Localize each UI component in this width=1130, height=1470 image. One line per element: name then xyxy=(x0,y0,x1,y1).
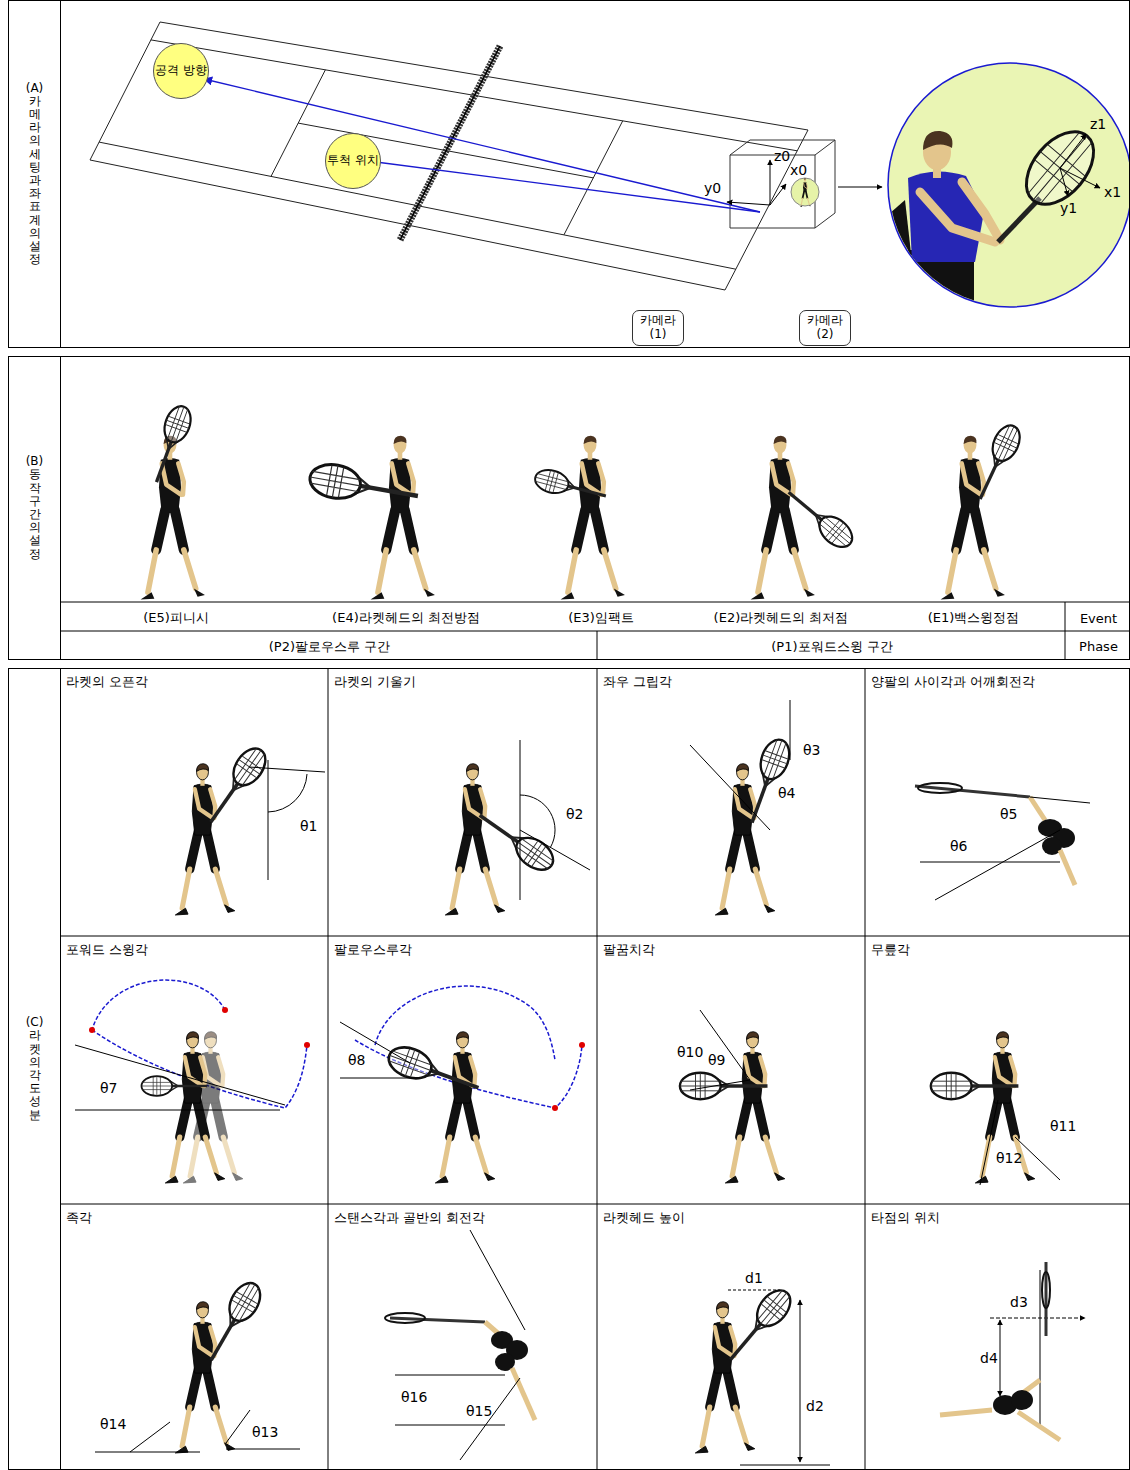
cell-title: 라켓헤드 높이 xyxy=(603,1209,685,1227)
cell-title: 무릎각 xyxy=(871,941,910,959)
phase-figures xyxy=(141,403,1025,600)
cell-title: 팔로우스루각 xyxy=(334,941,412,959)
phase-cell: (P2)팔로우스루 구간 xyxy=(62,633,597,660)
angle-grid xyxy=(60,668,1130,1470)
angle-cell: 타점의 위치 xyxy=(867,1206,1130,1470)
cell-title: 라켓의 기울기 xyxy=(334,673,416,691)
angle-cell: 팔로우스루각 xyxy=(330,938,597,1204)
distance-label: d3 xyxy=(1010,1294,1028,1310)
angle-cell: 스탠스각과 골반의 회전각 xyxy=(330,1206,597,1470)
angle-label: θ3 xyxy=(803,742,820,758)
event-cell: (E2)라켓헤드의 최저점 xyxy=(681,604,881,632)
node-text: (P1)포워드스윙 구간 xyxy=(771,638,892,656)
node-text: 공격 방향 xyxy=(155,64,207,77)
node-text: (E5)피니시 xyxy=(143,609,209,627)
angle-label: θ5 xyxy=(1000,806,1017,822)
node-text: (P2)팔로우스루 구간 xyxy=(269,638,390,656)
cell-title: 라켓의 오픈각 xyxy=(66,673,148,691)
camera-box: 카메라 (2) xyxy=(799,310,851,346)
angle-label: θ13 xyxy=(252,1424,278,1440)
angle-label: θ2 xyxy=(566,806,583,822)
angle-cell: 라켓의 오픈각 xyxy=(62,670,328,936)
row-header: Event xyxy=(1067,604,1130,632)
distance-label: d1 xyxy=(745,1270,763,1286)
cell-title: 양팔의 사이각과 어깨회전각 xyxy=(871,673,1035,691)
axis-label: x1 xyxy=(1104,184,1121,200)
axis-label: y1 xyxy=(1060,200,1077,216)
panel-heading: (B) 동작구간의 설정 xyxy=(9,357,61,659)
angle-cell: 팔꿈치각 xyxy=(599,938,865,1204)
node-text: (E3)임팩트 xyxy=(568,609,634,627)
row-header: Phase xyxy=(1067,633,1130,660)
panel-band: (B) 동작구간의 설정 (E5)피니시 (E4)라켓헤드의 최전방점 (E3)임팩트… xyxy=(8,356,1130,660)
distance-label: d4 xyxy=(980,1350,998,1366)
phase-table-lines xyxy=(60,602,1130,660)
angle-label: θ4 xyxy=(778,785,795,801)
cell-title: 타점의 위치 xyxy=(871,1209,940,1227)
angle-label: θ11 xyxy=(1050,1118,1076,1134)
angle-cell: 양팔의 사이각과 어깨회전각 xyxy=(867,670,1130,936)
panel-heading: (C) 라켓의 각도성분 xyxy=(9,669,61,1469)
event-cell: (E4)라켓헤드의 최전방점 xyxy=(286,604,526,632)
angle-cell: 좌우 그립각 xyxy=(599,670,865,936)
angle-label: θ1 xyxy=(300,818,317,834)
angle-figures xyxy=(75,700,1090,1465)
angle-label: θ12 xyxy=(996,1150,1022,1166)
event-cell: (E1)백스윙정점 xyxy=(886,604,1061,632)
zoom-arrow xyxy=(838,187,882,188)
cell-title: 팔꿈치각 xyxy=(603,941,655,959)
angle-cell: 라켓헤드 높이 xyxy=(599,1206,865,1470)
angle-label: θ15 xyxy=(466,1403,492,1419)
tiny-player xyxy=(800,178,811,206)
cell-title: 좌우 그립각 xyxy=(603,673,672,691)
axis-label: x0 xyxy=(790,162,807,178)
global-axes xyxy=(727,160,786,205)
axis-label: z1 xyxy=(1090,116,1106,132)
node-text: (E1)백스윙정점 xyxy=(928,609,1020,627)
event-cell: (E3)임팩트 xyxy=(531,604,671,632)
node-text: 투척 위치 xyxy=(327,154,379,167)
panel-band: (C) 라켓의 각도성분 라켓의 오픈각 라켓의 기울기 좌우 그립각 양팔의 사이각과… xyxy=(8,668,1130,1470)
angle-cell: 라켓의 기울기 xyxy=(330,670,597,936)
distance-label: d2 xyxy=(806,1398,824,1414)
zoom-view xyxy=(880,63,1130,330)
cell-title: 포워드 스윙각 xyxy=(66,941,148,959)
tennis-court xyxy=(90,22,808,290)
axis-label: z0 xyxy=(774,148,790,164)
phase-cell: (P1)포워드스윙 구간 xyxy=(599,633,1065,660)
angle-label: θ6 xyxy=(950,838,967,854)
direction-circle: 공격 방향 xyxy=(153,43,209,99)
node-text: Event xyxy=(1080,611,1117,626)
angle-label: θ16 xyxy=(401,1389,427,1405)
panel-band: (A) 카메라의 세팅과 좌표계의 설정 공격 방향투척 위치카메라 (1) 카메라… xyxy=(8,0,1130,348)
angle-cell: 포워드 스윙각 xyxy=(62,938,328,1204)
panel-heading: (A) 카메라의 세팅과 좌표계의 설정 xyxy=(9,1,61,347)
cell-title: 스탠스각과 골반의 회전각 xyxy=(334,1209,485,1227)
node-text: (E4)라켓헤드의 최전방점 xyxy=(332,609,480,627)
angle-label: θ9 xyxy=(708,1052,725,1068)
event-cell: (E5)피니시 xyxy=(71,604,281,632)
angle-label: θ14 xyxy=(100,1416,126,1432)
cell-title: 족각 xyxy=(66,1209,92,1227)
node-text: 카메라 (1) xyxy=(635,314,681,342)
zoom-spot xyxy=(791,178,819,206)
angle-label: θ8 xyxy=(348,1052,365,1068)
node-text: 카메라 (2) xyxy=(802,314,848,342)
node-text: Phase xyxy=(1079,639,1118,654)
attack-lines xyxy=(204,79,760,212)
node-text: (E2)라켓헤드의 최저점 xyxy=(714,609,849,627)
camera-volume xyxy=(730,140,835,228)
camera-box: 카메라 (1) xyxy=(632,310,684,346)
angle-label: θ10 xyxy=(677,1044,703,1060)
angle-label: θ7 xyxy=(100,1080,117,1096)
axis-label: y0 xyxy=(704,180,721,196)
direction-circle: 투척 위치 xyxy=(325,133,381,189)
